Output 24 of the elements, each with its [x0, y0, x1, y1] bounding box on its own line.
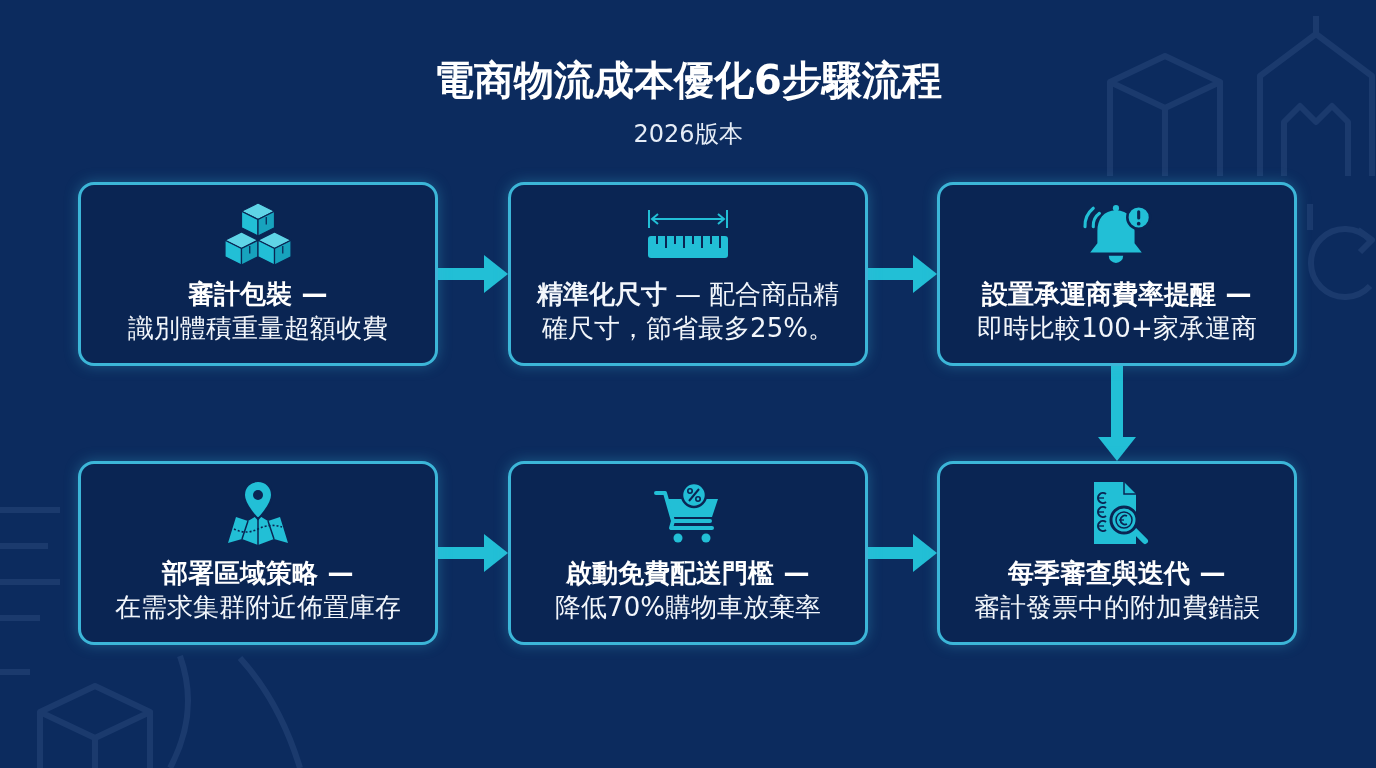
step-card [78, 182, 438, 366]
arrow [1098, 366, 1136, 461]
step-card [78, 461, 438, 645]
subtitle: 2026版本 [633, 119, 743, 150]
arrow [438, 255, 508, 293]
step-description: 即時比較100+家承運商 [977, 312, 1257, 345]
step-description: 精準化尺寸 — 配合商品精確尺寸，節省最多25%。 [535, 278, 841, 345]
step-description: 識別體積重量超額收費 [128, 312, 388, 345]
step-heading: 審計包裝 — [188, 278, 328, 311]
arrow [868, 255, 937, 293]
step-heading: 每季審查與迭代 — [1008, 557, 1226, 590]
step-description: 在需求集群附近佈置庫存 [115, 591, 401, 624]
step-card [508, 182, 868, 366]
arrow [868, 534, 937, 572]
arrow [438, 534, 508, 572]
step-card [937, 182, 1297, 366]
step-card [937, 461, 1297, 645]
step-card [508, 461, 868, 645]
step-heading: 部署區域策略 — [162, 557, 354, 590]
step-heading: 啟動免費配送門檻 — [566, 557, 810, 590]
title: 電商物流成本優化6步驟流程 [433, 56, 943, 105]
step-description: 降低70%購物車放棄率 [555, 591, 821, 624]
step-heading: 設置承運商費率提醒 — [982, 278, 1252, 311]
step-description: 審計發票中的附加費錯誤 [974, 591, 1260, 624]
